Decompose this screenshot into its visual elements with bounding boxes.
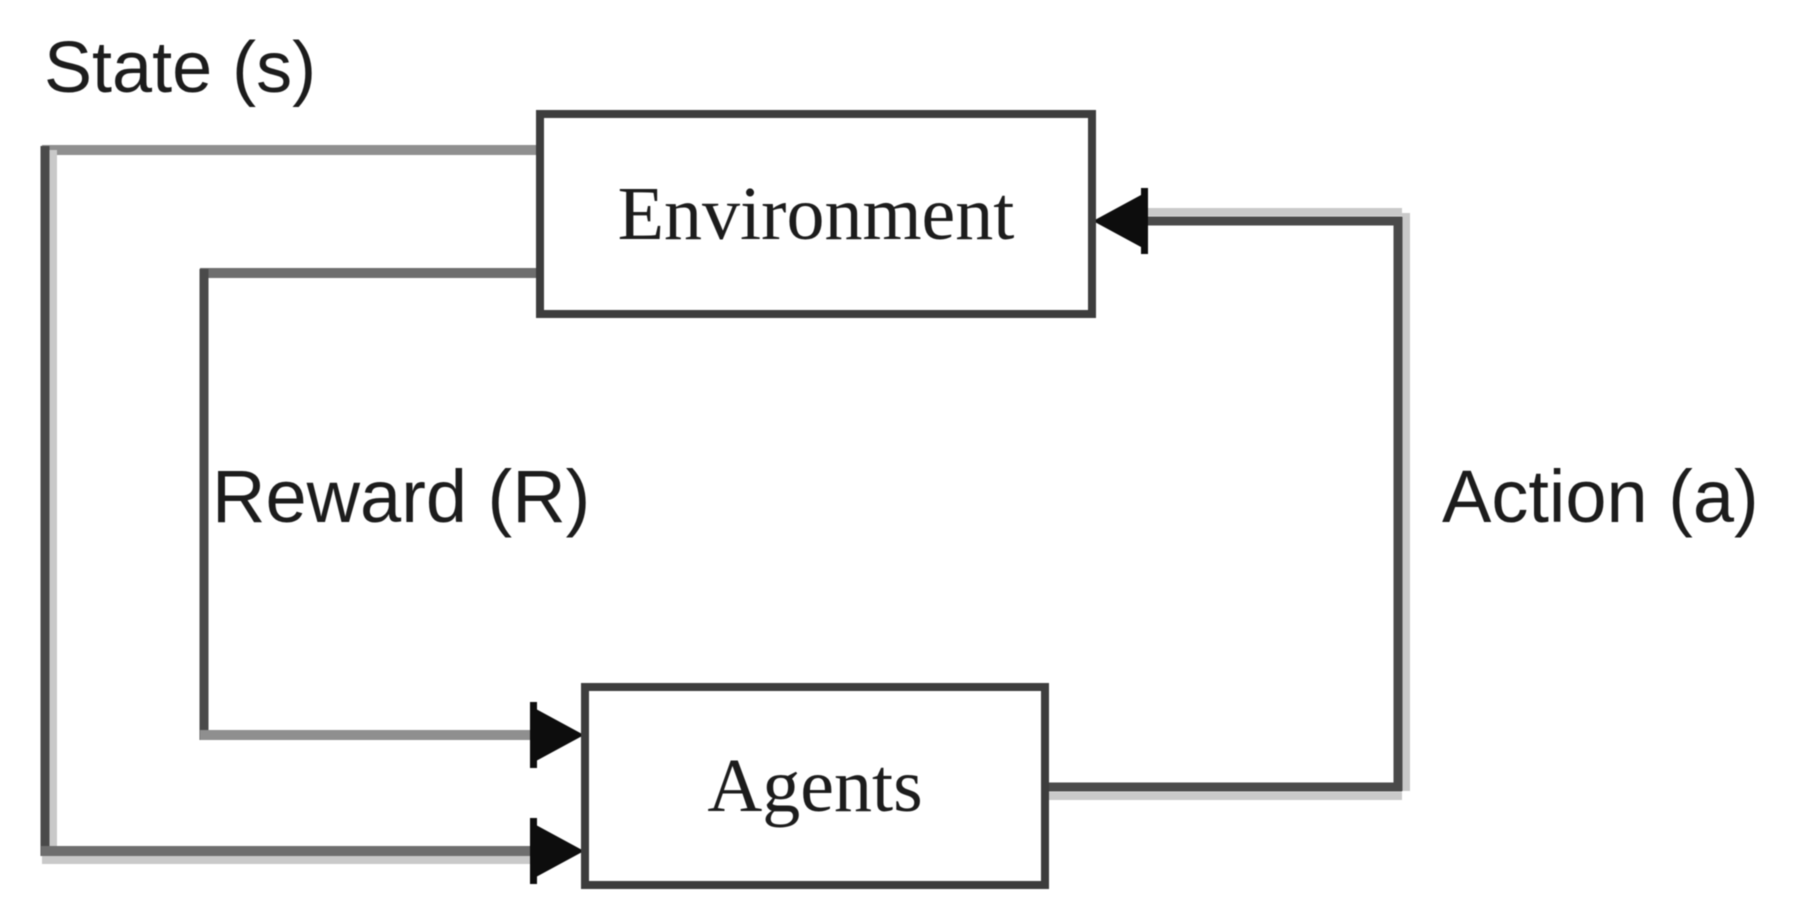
environment-node: Environment [536, 110, 1096, 318]
reward-edge-label: Reward (R) [212, 455, 591, 538]
environment-node-label: Environment [617, 171, 1015, 256]
state-arrowhead [536, 825, 584, 877]
action-edge-label: Action (a) [1442, 455, 1759, 538]
reward-arrowhead-bar [530, 702, 537, 768]
reward-arrowhead [536, 709, 584, 761]
action-arrowhead [1093, 195, 1141, 247]
state-edge-label: State (s) [44, 28, 317, 108]
agents-node: Agents [581, 683, 1049, 889]
action-arrowhead-bar [1141, 188, 1148, 254]
agents-node-label: Agents [707, 743, 923, 828]
state-arrowhead-bar [530, 818, 537, 884]
